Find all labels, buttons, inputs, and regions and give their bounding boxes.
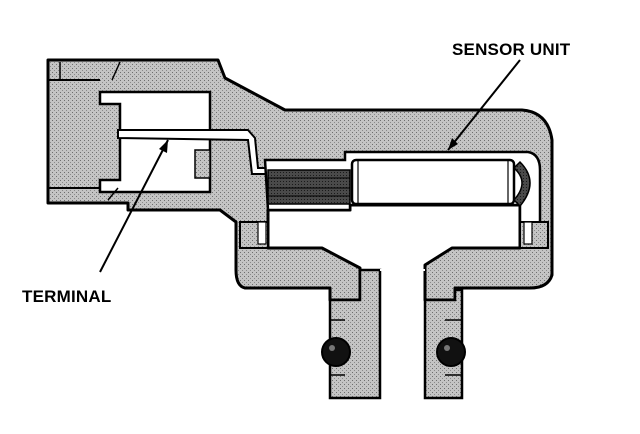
- sensor-unit-label: SENSOR UNIT: [452, 40, 571, 59]
- support-walls: [239, 221, 549, 249]
- connector-socket: [48, 61, 212, 201]
- leader-lines: [99, 59, 521, 273]
- o-ring-left: [321, 337, 351, 367]
- o-ring-right: [436, 337, 466, 367]
- terminal-leader: [99, 139, 169, 273]
- terminal-label: TERMINAL: [22, 287, 112, 306]
- o-rings: [321, 337, 466, 367]
- sensor-unit-leader: [447, 59, 521, 151]
- sensor-unit-element: [350, 158, 531, 208]
